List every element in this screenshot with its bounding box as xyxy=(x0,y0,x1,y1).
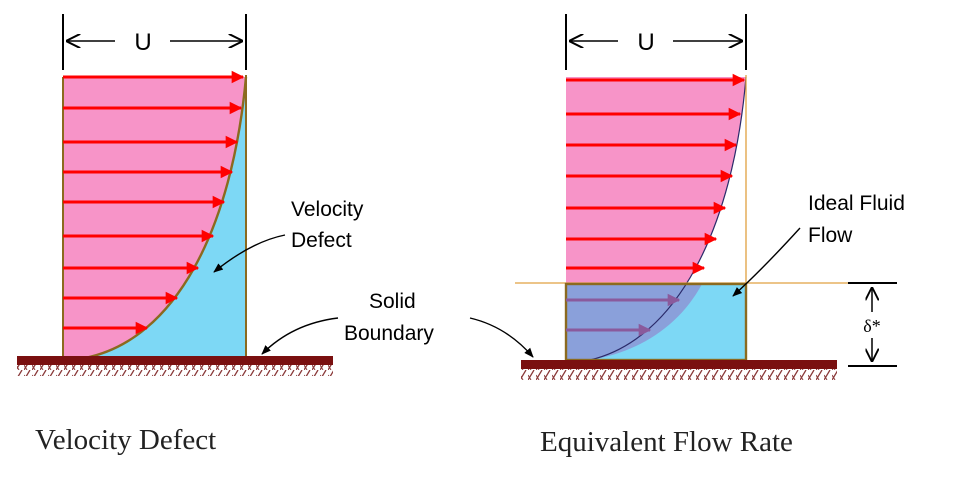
delta-star-label: δ* xyxy=(863,316,880,336)
left-diagram: U Velocity Defect Velocity Defect xyxy=(17,14,364,456)
right-velocity-arrows xyxy=(566,73,746,275)
ideal-fluid-flow-label-line1: Ideal Fluid xyxy=(808,192,905,215)
velocity-defect-pointer xyxy=(213,234,286,273)
left-solid-wall xyxy=(17,356,333,365)
right-boundary-arrows xyxy=(566,293,681,337)
solid-boundary-pointer-right xyxy=(469,317,534,358)
left-velocity-arrows xyxy=(63,70,245,335)
velocity-defect-label-line2: Defect xyxy=(291,229,352,252)
left-caption: Velocity Defect xyxy=(35,424,216,456)
solid-boundary-annotation: Solid Boundary xyxy=(261,290,534,358)
left-velocity-defect-area xyxy=(85,77,246,358)
right-diagram: U xyxy=(515,14,905,458)
ideal-fluid-flow-label-line2: Flow xyxy=(808,224,853,247)
right-u-label: U xyxy=(637,29,654,56)
velocity-defect-label-line1: Velocity xyxy=(291,198,364,221)
solid-boundary-label-line1: Solid xyxy=(369,290,416,313)
left-u-label: U xyxy=(134,29,151,56)
left-wall-hatching xyxy=(17,365,333,376)
right-solid-wall xyxy=(521,360,837,369)
solid-boundary-label-line2: Boundary xyxy=(344,322,434,345)
ideal-fluid-flow-pointer xyxy=(732,227,801,297)
right-wall-hatching xyxy=(521,369,837,380)
left-velocity-profile xyxy=(63,77,246,358)
right-caption: Equivalent Flow Rate xyxy=(540,426,793,458)
left-outline xyxy=(62,75,247,358)
solid-boundary-pointer-left xyxy=(261,317,339,355)
